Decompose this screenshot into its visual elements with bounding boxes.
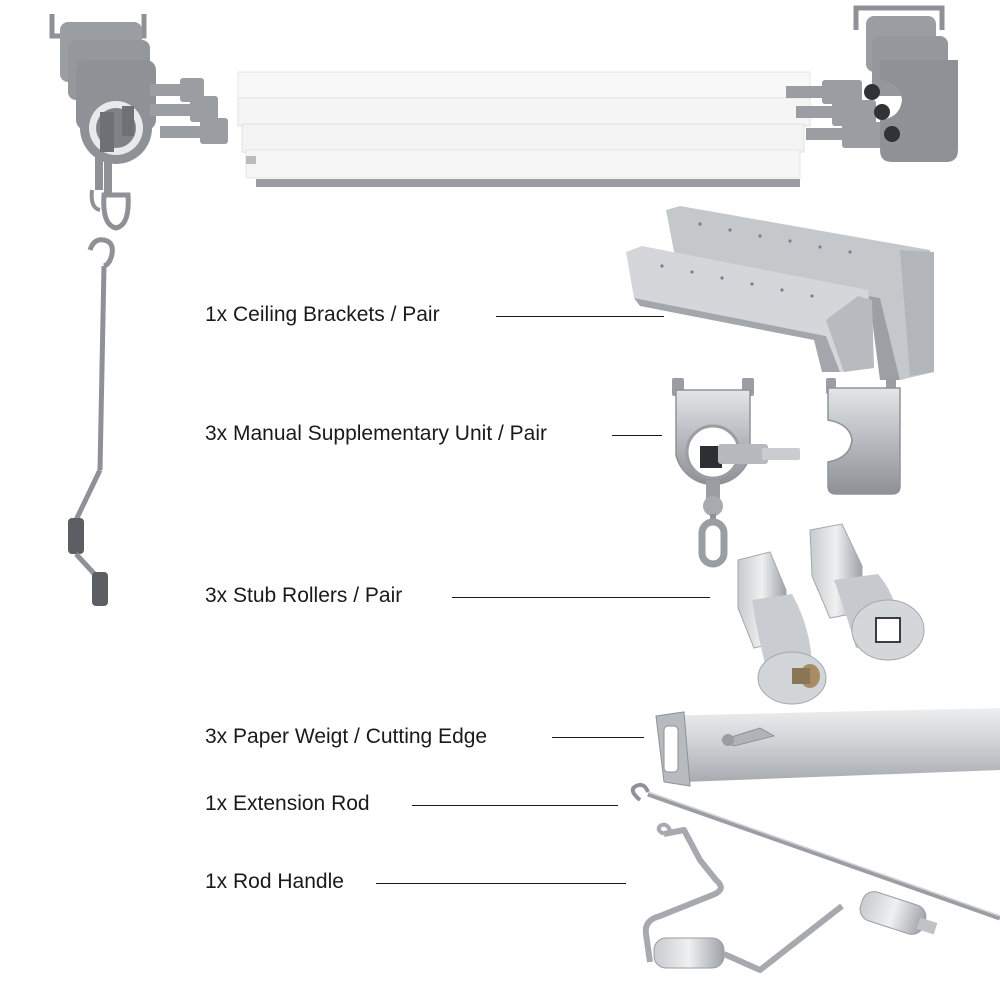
assembly-hanging-crank-rod bbox=[68, 237, 115, 606]
rod-handle-leader-line bbox=[376, 883, 626, 884]
assembly-right-bracket-stack bbox=[853, 5, 958, 162]
stub-rollers-leader-line bbox=[452, 597, 710, 598]
assembly-right-stub-shafts bbox=[786, 80, 886, 148]
rod-handle-label: 1x Rod Handle bbox=[205, 870, 344, 893]
extension-rod-label: 1x Extension Rod bbox=[205, 792, 370, 815]
assembly-left-bracket-stack bbox=[49, 14, 156, 231]
paper-weight-label: 3x Paper Weigt / Cutting Edge bbox=[205, 725, 488, 748]
ceiling-brackets-leader-line bbox=[496, 316, 664, 317]
paper-weight-leader-line bbox=[552, 737, 644, 738]
assembly-paper-rolls bbox=[237, 71, 811, 187]
assembly-left-stub-shafts bbox=[150, 78, 228, 144]
stub-rollers-label: 3x Stub Rollers / Pair bbox=[205, 584, 403, 607]
ceiling-brackets-label: 1x Ceiling Brackets / Pair bbox=[205, 303, 440, 326]
manual-supplementary-unit-label: 3x Manual Supplementary Unit / Pair bbox=[205, 422, 547, 445]
manual-supplementary-unit-leader-line bbox=[612, 435, 662, 436]
extension-rod-leader-line bbox=[412, 805, 618, 806]
paper-weight-image bbox=[655, 708, 1000, 787]
manual-supplementary-unit-image bbox=[672, 378, 901, 568]
stub-rollers-image bbox=[737, 523, 925, 705]
ceiling-brackets-image bbox=[626, 206, 934, 380]
extension-rod-image bbox=[630, 782, 1000, 921]
rod-handle-image bbox=[642, 822, 938, 973]
